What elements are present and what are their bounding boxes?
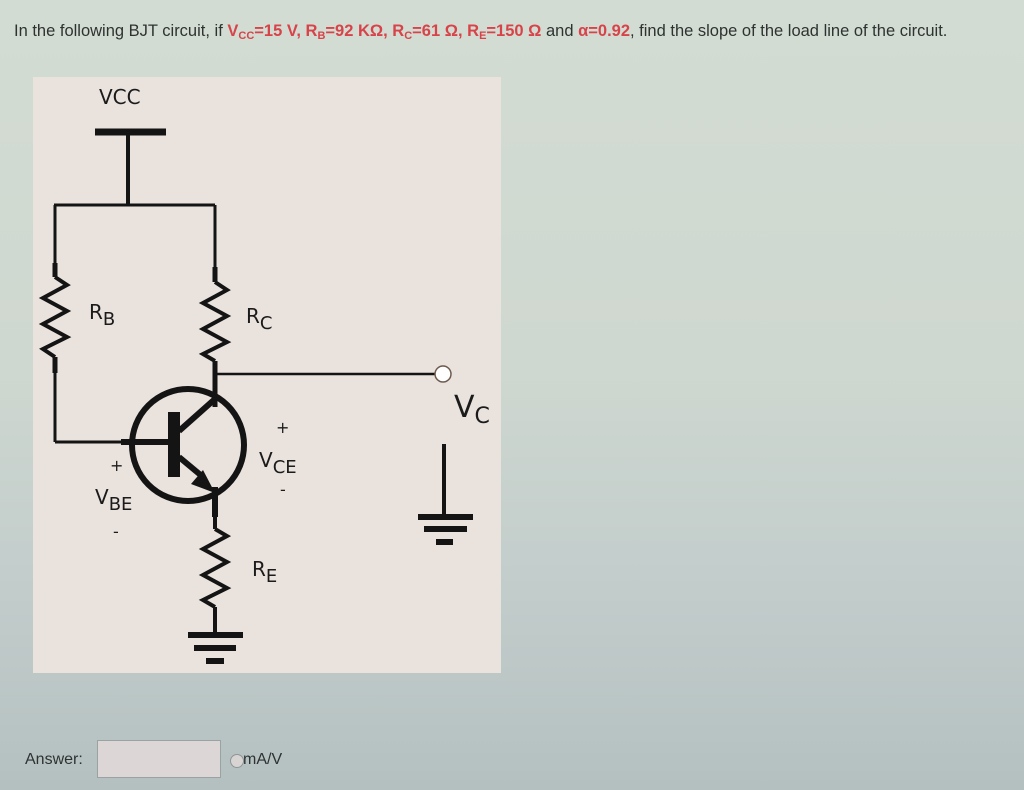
bjt-circuit-diagram: VCC RB RC + VCE - + VBE - RE VC bbox=[33, 77, 501, 673]
output-terminal-icon bbox=[434, 365, 452, 383]
vce-label: VCE bbox=[259, 448, 297, 478]
rb-value: RB=92 KΩ bbox=[305, 22, 384, 42]
answer-label: Answer: bbox=[25, 751, 83, 768]
vcc-label: VCC bbox=[99, 85, 141, 109]
answer-input[interactable] bbox=[97, 740, 221, 778]
re-resistor-icon bbox=[198, 527, 232, 609]
vbe-label: VBE bbox=[95, 485, 133, 515]
ground-icon bbox=[188, 632, 243, 664]
npn-transistor-icon bbox=[129, 386, 247, 504]
rc-label: RC bbox=[246, 304, 273, 334]
vbe-minus-sign: - bbox=[113, 522, 119, 541]
alpha-value: α=0.92 bbox=[578, 22, 631, 40]
vcc-value: VCC=15 V bbox=[227, 22, 297, 42]
emitter-arrow-icon bbox=[191, 470, 215, 493]
vbe-plus-sign: + bbox=[110, 456, 124, 475]
rb-resistor-icon bbox=[38, 275, 72, 359]
re-value: RE=150 Ω bbox=[467, 22, 542, 42]
vc-output-label: VC bbox=[454, 390, 490, 429]
question-text: In the following BJT circuit, if VCC=15 … bbox=[14, 22, 948, 42]
rb-label: RB bbox=[89, 300, 116, 330]
circuit-schematic bbox=[38, 128, 473, 664]
unit-label: mA/V bbox=[243, 751, 283, 768]
rc-value: RC=61 Ω bbox=[392, 22, 458, 42]
rc-resistor-icon bbox=[198, 280, 232, 363]
vce-plus-sign: + bbox=[276, 418, 290, 437]
unit-radio-icon[interactable] bbox=[230, 754, 244, 768]
vce-minus-sign: - bbox=[280, 480, 286, 499]
re-label: RE bbox=[252, 557, 278, 587]
